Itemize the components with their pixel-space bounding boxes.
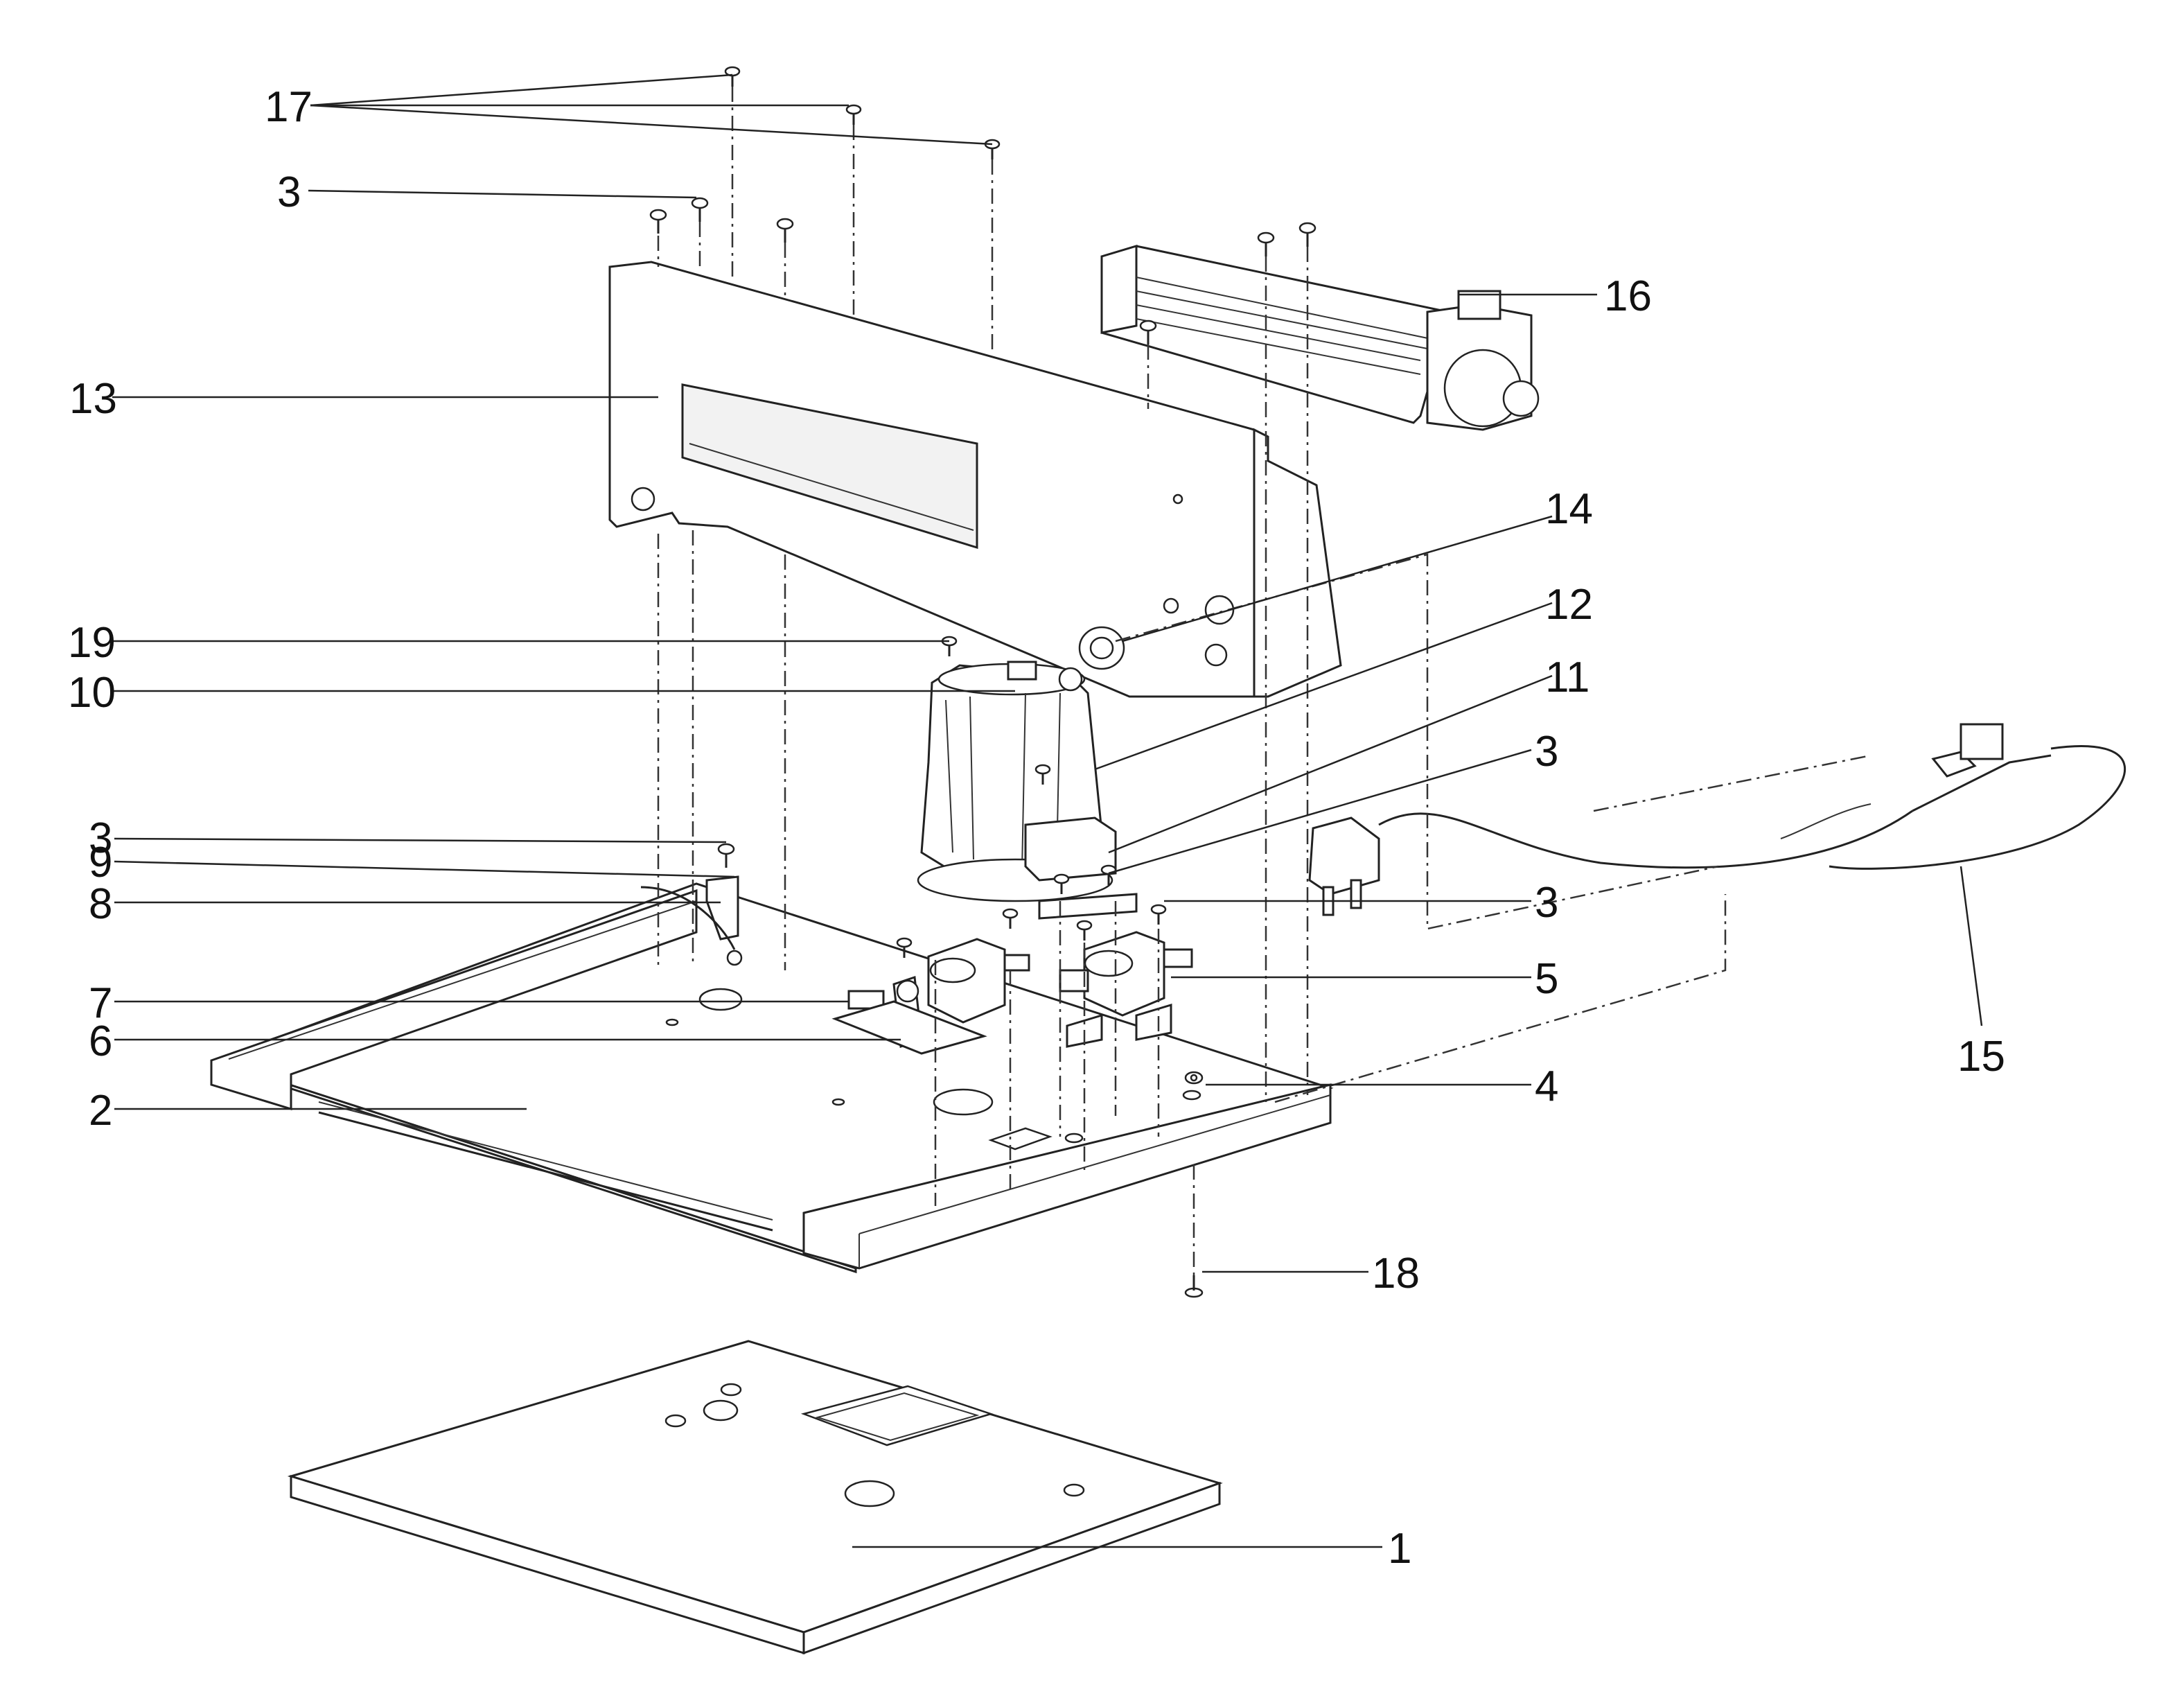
screw [896, 937, 913, 958]
callout-17: 17 [265, 83, 312, 131]
callout-18: 18 [1372, 1250, 1420, 1297]
callout-3-top: 3 [277, 168, 301, 216]
leader-lines [112, 73, 1983, 1548]
screw [776, 218, 794, 243]
screw [724, 66, 741, 87]
screw [1076, 920, 1093, 941]
part-14-grommet [1078, 626, 1125, 670]
screw [691, 197, 709, 222]
screw [1053, 873, 1070, 894]
callout-13: 13 [69, 375, 117, 423]
screw [717, 843, 735, 868]
part-5-solenoid-valve-right [1059, 931, 1193, 1048]
screw [1184, 1275, 1204, 1298]
callout-5: 5 [1535, 955, 1558, 1003]
assembly-lines [657, 87, 1872, 1275]
callout-labels: 17 3 13 16 14 12 19 10 11 3 3 9 8 3 5 7 … [68, 83, 2005, 1573]
screw [1257, 231, 1275, 256]
part-15-power-cord [1308, 723, 2126, 916]
part-2-base-tray [210, 882, 1334, 1274]
screw [1034, 764, 1051, 785]
callout-6: 6 [89, 1017, 112, 1065]
screw [1002, 908, 1019, 929]
callout-11: 11 [1545, 654, 1589, 701]
screw [941, 636, 958, 656]
callout-10: 10 [68, 669, 116, 717]
callout-9: 9 [89, 839, 112, 886]
callout-3-right-lower: 3 [1535, 879, 1558, 927]
callout-8: 8 [89, 880, 112, 928]
callout-3-left: 3 [89, 814, 112, 862]
callout-3-right-upper: 3 [1535, 728, 1558, 776]
callout-1: 1 [1388, 1525, 1411, 1573]
callout-4: 4 [1535, 1063, 1558, 1110]
callout-15: 15 [1957, 1033, 2005, 1081]
callout-12: 12 [1545, 581, 1593, 629]
part-7-solenoid-valve-left [831, 938, 1030, 1055]
callout-14: 14 [1545, 485, 1593, 533]
part-1-bottom-panel [287, 1340, 1223, 1655]
callout-19: 19 [68, 619, 116, 667]
screw [1298, 222, 1316, 247]
screw [1150, 904, 1167, 925]
callout-16: 16 [1604, 272, 1652, 320]
screws [649, 66, 1316, 1298]
screw [1139, 320, 1157, 344]
screw [845, 104, 862, 125]
screw [649, 209, 667, 234]
screw [1184, 1071, 1204, 1085]
part-13-back-panel [608, 261, 1342, 698]
callout-7: 7 [89, 979, 112, 1027]
part-11-bracket [1024, 816, 1138, 920]
screw [984, 139, 1001, 159]
callout-2: 2 [89, 1087, 112, 1135]
part-16-blower-fan [1100, 244, 1540, 431]
